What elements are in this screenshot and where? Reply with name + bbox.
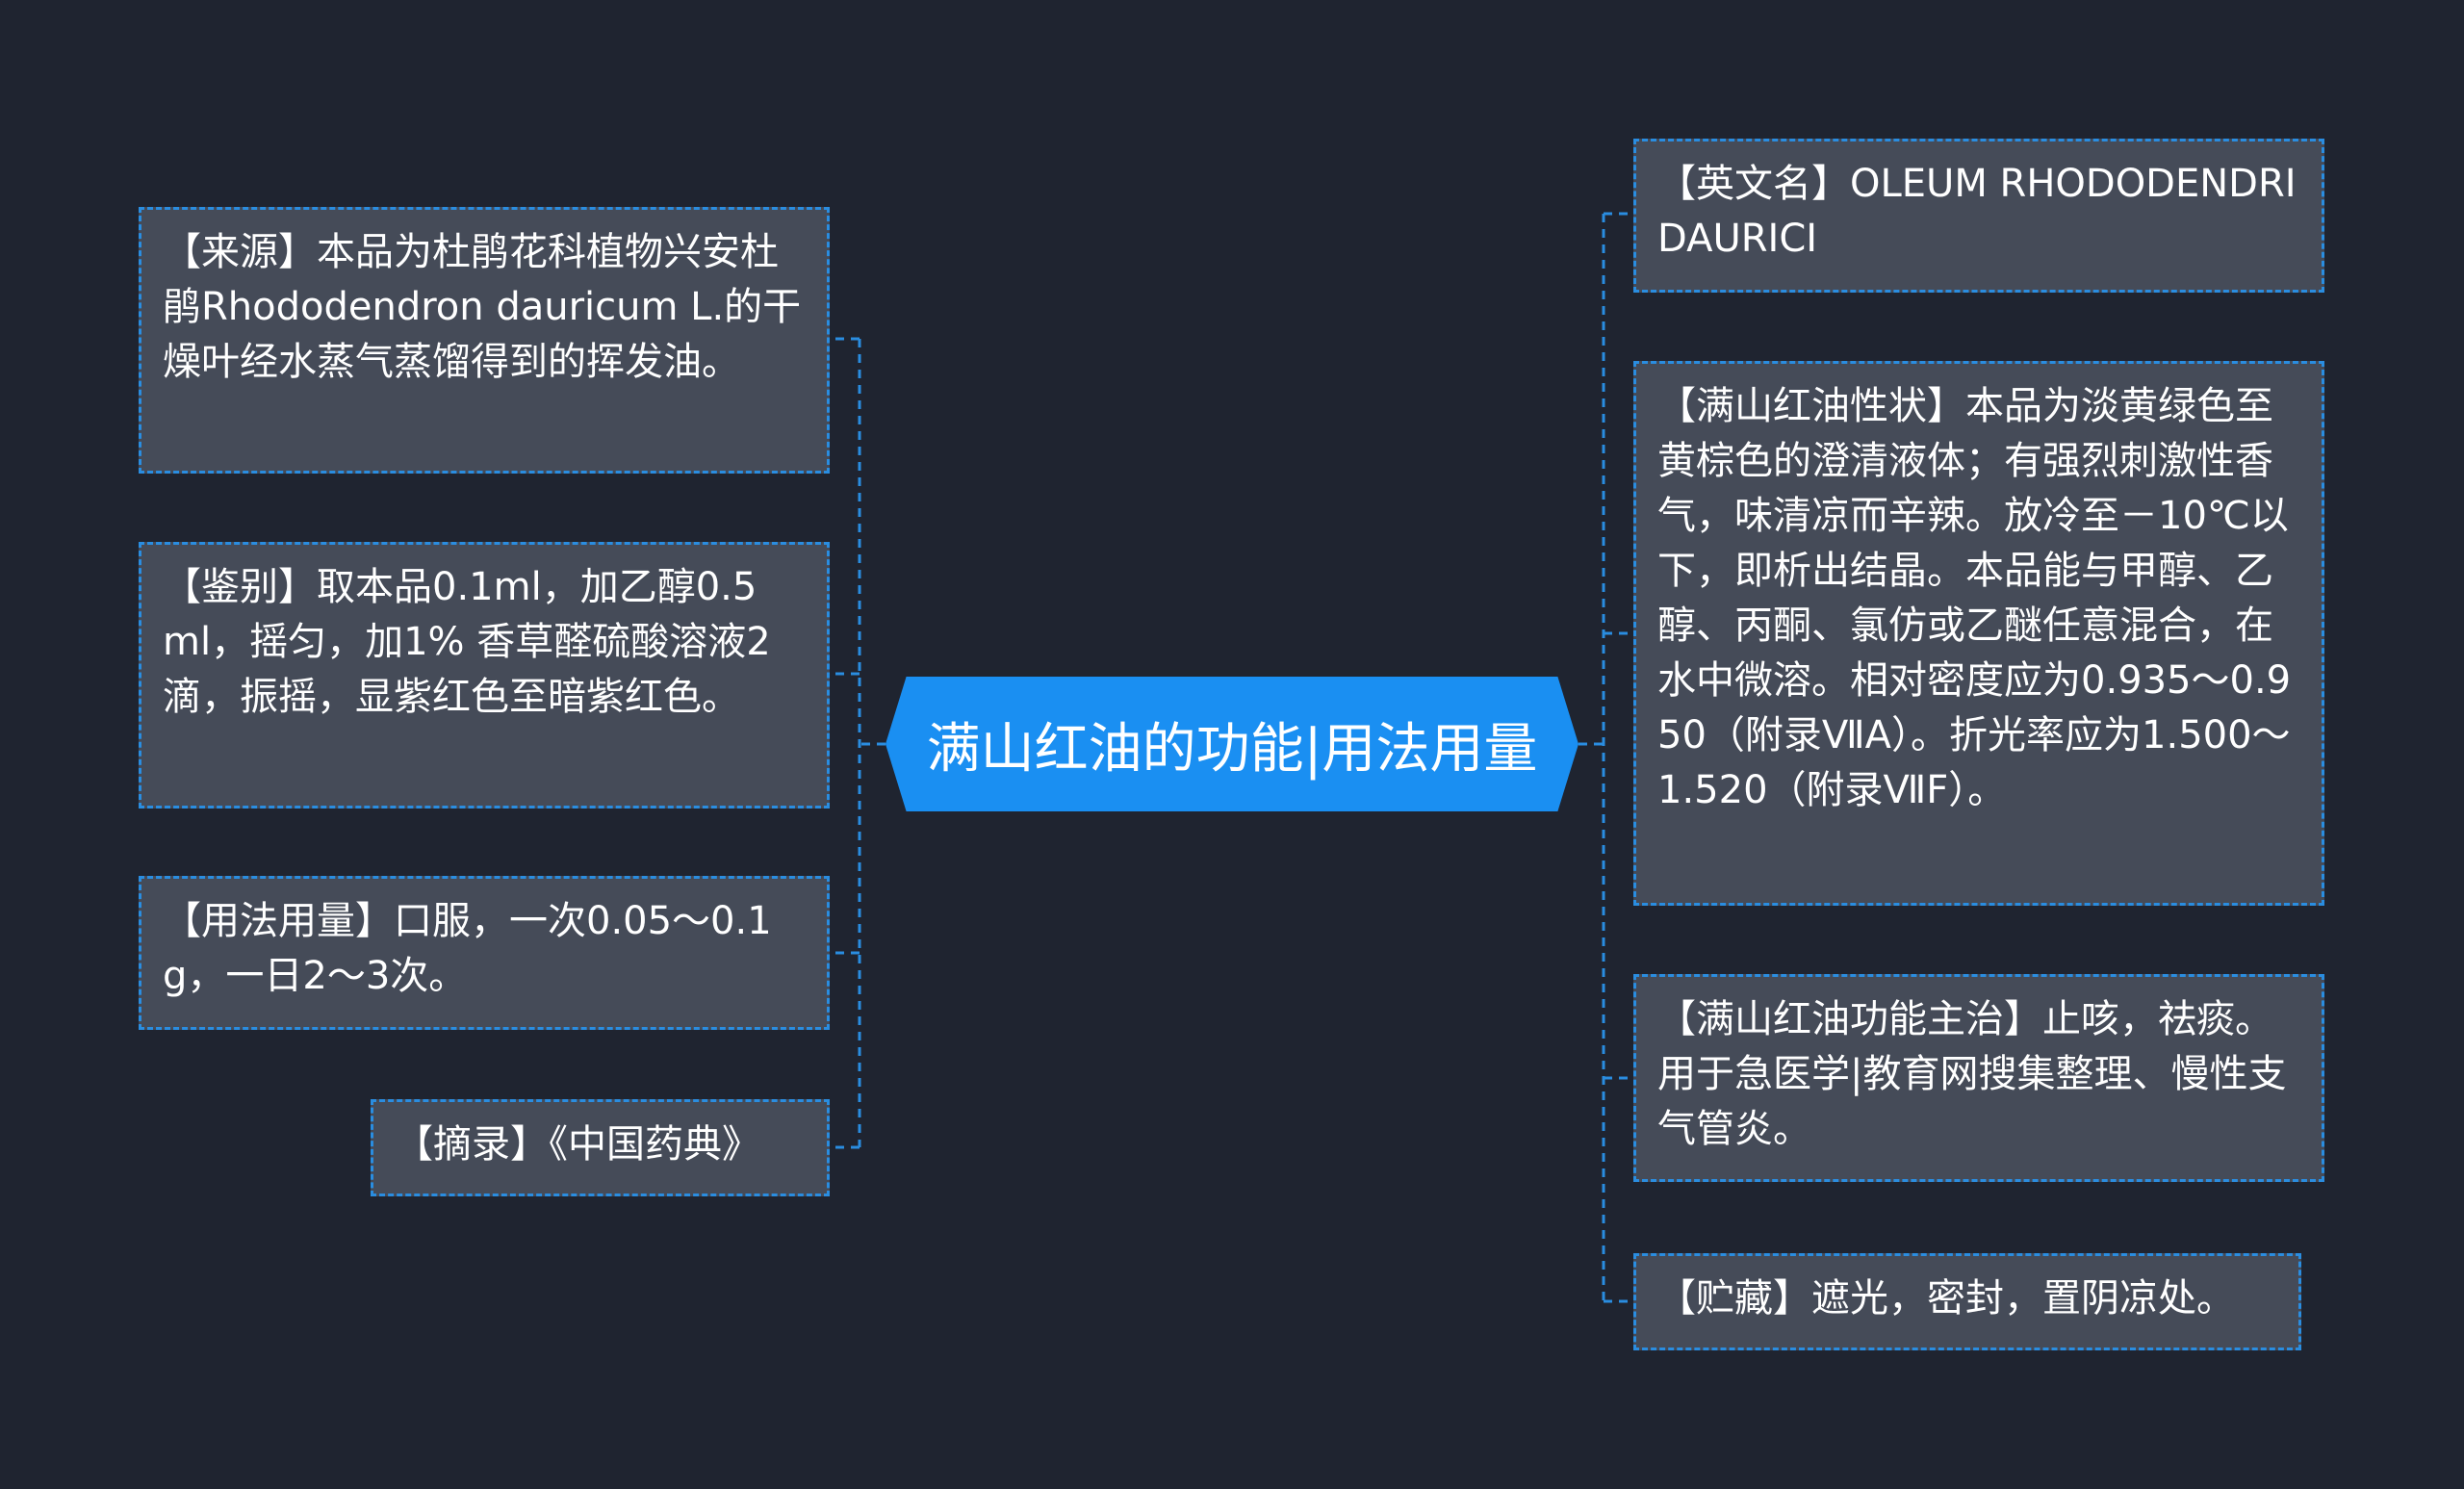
node-identification[interactable]: 【鉴别】取本品0.1ml，加乙醇0.5 ml，摇匀，加1% 香草醛硫酸溶液2 滴… <box>139 542 830 809</box>
central-topic[interactable]: 满山红油的功能|用法用量 <box>886 677 1578 811</box>
node-usage-dosage[interactable]: 【用法用量】口服，一次0.05～0.1g，一日2～3次。 <box>139 876 830 1030</box>
node-properties[interactable]: 【满山红油性状】本品为淡黄绿色至黄棕色的澄清液体；有强烈刺激性香气，味清凉而辛辣… <box>1633 361 2324 906</box>
node-excerpt[interactable]: 【摘录】《中国药典》 <box>371 1099 830 1196</box>
node-english-name[interactable]: 【英文名】OLEUM RHODODENDRI DAURICI <box>1633 139 2324 293</box>
node-storage[interactable]: 【贮藏】遮光，密封，置阴凉处。 <box>1633 1253 2301 1350</box>
node-functions[interactable]: 【满山红油功能主治】止咳，祛痰。用于急医学|教育网搜集整理、慢性支气管炎。 <box>1633 974 2324 1182</box>
node-source[interactable]: 【来源】本品为杜鹃花科植物兴安杜鹃Rhododendron dauricum L… <box>139 207 830 474</box>
